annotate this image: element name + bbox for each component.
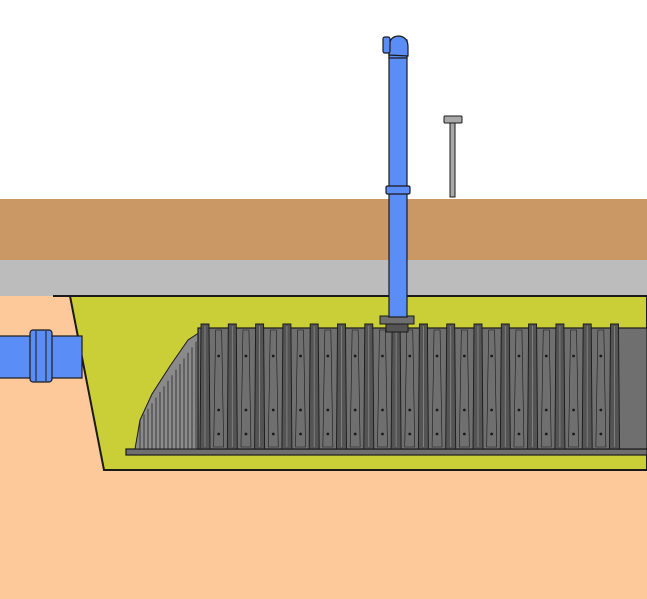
crate-hole bbox=[326, 408, 330, 412]
inspection-marker-rod bbox=[449, 122, 456, 198]
crate-hole bbox=[435, 408, 439, 412]
crate-hole bbox=[462, 354, 466, 358]
crate-hole bbox=[517, 408, 521, 412]
crate-web bbox=[486, 329, 497, 448]
crate-web bbox=[459, 329, 470, 448]
inlet-pipe bbox=[0, 329, 83, 383]
crate-hole bbox=[299, 354, 302, 358]
crate-web bbox=[295, 329, 306, 448]
crate-hole bbox=[599, 432, 603, 436]
base-plate bbox=[125, 448, 647, 456]
crate-web bbox=[213, 329, 224, 448]
crate-hole bbox=[353, 354, 357, 358]
crate-hole bbox=[299, 408, 302, 412]
crate-web bbox=[404, 329, 416, 448]
crate-hole bbox=[326, 354, 330, 358]
crate-hole bbox=[217, 408, 221, 412]
vent-riser-coupling bbox=[385, 185, 411, 195]
crate-hole bbox=[544, 432, 548, 436]
crate-web bbox=[568, 329, 579, 448]
crate-hole bbox=[408, 408, 412, 412]
inlet-pipe-coupling bbox=[29, 329, 53, 383]
crate-hole bbox=[517, 432, 521, 436]
vent-riser-cap bbox=[382, 36, 391, 54]
crate-hole bbox=[599, 408, 603, 412]
crate-hole bbox=[462, 432, 466, 436]
crate-hole bbox=[381, 408, 384, 412]
crate-web bbox=[595, 329, 607, 448]
surface-soil-layer bbox=[0, 199, 647, 261]
crate-hole bbox=[217, 432, 221, 436]
crate-hole bbox=[244, 432, 248, 436]
crate-hole bbox=[572, 408, 575, 412]
crate-hole bbox=[490, 354, 494, 358]
crate-hole bbox=[299, 432, 302, 436]
crate-hole bbox=[572, 354, 575, 358]
crate-hole bbox=[408, 432, 412, 436]
infiltration-crate-module bbox=[134, 323, 647, 450]
crate-web bbox=[540, 329, 552, 448]
sky-area bbox=[0, 0, 647, 200]
crate-hole bbox=[517, 354, 521, 358]
crate-web bbox=[513, 329, 525, 448]
crate-hole bbox=[271, 408, 275, 412]
crate-hole bbox=[244, 354, 248, 358]
inspection-marker-cap bbox=[443, 115, 463, 124]
crate-hole bbox=[544, 354, 548, 358]
crate-hole bbox=[271, 354, 275, 358]
crate-hole bbox=[244, 408, 248, 412]
crate-web bbox=[431, 329, 443, 448]
inspection-marker bbox=[443, 115, 463, 198]
crate-hole bbox=[381, 432, 384, 436]
crate-hole bbox=[217, 354, 221, 358]
crate-hole bbox=[599, 354, 603, 358]
crate-hole bbox=[326, 432, 330, 436]
gravel-layer bbox=[0, 260, 647, 296]
crate-web bbox=[267, 329, 279, 448]
crate-hole bbox=[490, 432, 494, 436]
crate-web bbox=[377, 329, 388, 448]
vent-riser-pipe bbox=[382, 35, 411, 318]
crate-hole bbox=[462, 408, 466, 412]
crate-hole bbox=[353, 432, 357, 436]
crate-hole bbox=[381, 354, 384, 358]
crate-hole bbox=[435, 354, 439, 358]
crate-web bbox=[349, 329, 361, 448]
crate-web bbox=[240, 329, 252, 448]
crate-hole bbox=[408, 354, 412, 358]
crate-hole bbox=[435, 432, 439, 436]
crate-hole bbox=[271, 432, 275, 436]
vent-riser-elbow-outer bbox=[388, 35, 409, 57]
crate-web bbox=[322, 329, 334, 448]
crate-hole bbox=[353, 408, 357, 412]
crate-columns bbox=[199, 323, 620, 450]
crate-hole bbox=[572, 432, 575, 436]
crate-hole bbox=[544, 408, 548, 412]
crate-hole bbox=[490, 408, 494, 412]
riser-flange-collar bbox=[385, 323, 409, 333]
